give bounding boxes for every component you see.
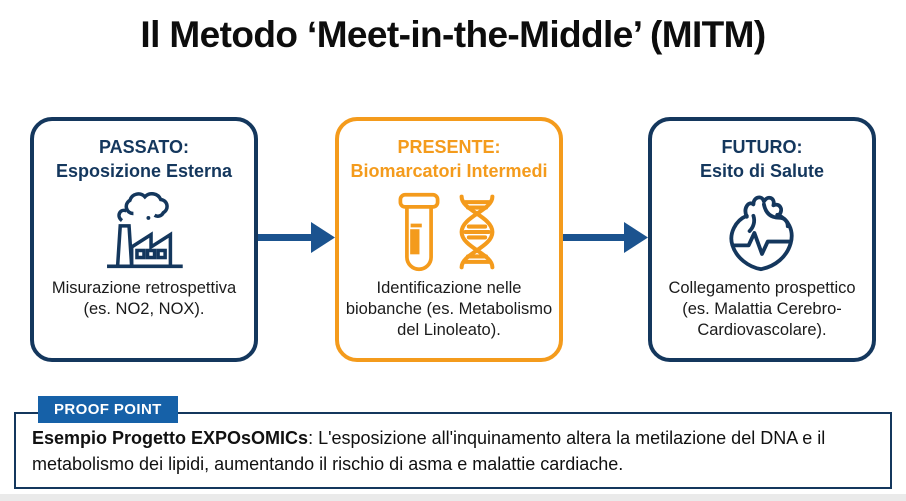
proof-point-tab: PROOF POINT xyxy=(38,396,178,423)
card-passato: PASSATO: Esposizione Esterna Misurazione… xyxy=(30,117,258,362)
card-futuro-heading-line2: Esito di Salute xyxy=(699,160,825,181)
card-futuro-body: Collegamento prospettico (es. Malattia C… xyxy=(668,278,855,342)
card-passato-icon-wrap xyxy=(100,189,188,275)
dna-icon xyxy=(459,194,495,269)
factory-icon xyxy=(107,191,183,268)
card-futuro-heading: FUTURO: Esito di Salute xyxy=(700,136,824,184)
arrow-right-icon xyxy=(563,219,648,256)
card-presente: PRESENTE: Biomarcatori Intermedi Identif… xyxy=(335,117,563,362)
card-passato-heading: PASSATO: Esposizione Esterna xyxy=(56,136,232,184)
card-futuro-body-line1: Collegamento prospettico xyxy=(668,278,856,297)
test-tube-icon xyxy=(398,192,440,271)
card-presente-body-line3: del Linoleato). xyxy=(397,321,501,340)
proof-point-box: Esempio Progetto EXPOsOMICs: L'esposizio… xyxy=(14,412,892,489)
card-presente-body: Identificazione nelle biobanche (es. Met… xyxy=(346,278,552,342)
card-presente-icon-wrap xyxy=(397,189,501,275)
card-passato-body-line1: Misurazione retrospettiva xyxy=(51,278,237,297)
card-futuro: FUTURO: Esito di Salute Collegamento pro… xyxy=(648,117,876,362)
card-futuro-body-line3: Cardiovascolare). xyxy=(697,321,827,340)
card-presente-heading-line2: Biomarcatori Intermedi xyxy=(350,160,548,181)
card-futuro-heading-line1: FUTURO: xyxy=(721,137,803,157)
proof-point-body-text: : L'esposizione all'inquinamento altera … xyxy=(32,428,826,475)
card-passato-heading-line1: PASSATO: xyxy=(98,137,189,157)
page-title: Il Metodo ‘Meet-in-the-Middle’ (MITM) xyxy=(140,14,766,55)
arrow-right-icon xyxy=(258,219,335,256)
card-presente-heading: PRESENTE: Biomarcatori Intermedi xyxy=(350,136,547,184)
bottom-edge-divider xyxy=(0,494,906,501)
heart-icon xyxy=(729,195,794,271)
card-futuro-icon-wrap xyxy=(723,189,801,275)
card-presente-heading-line1: PRESENTE: xyxy=(397,137,501,157)
card-presente-body-line2: biobanche (es. Metabolismo xyxy=(345,299,553,318)
card-passato-body-line2: (es. NO2, NOX). xyxy=(83,299,205,318)
proof-point-bold-text: Esempio Progetto EXPOsOMICs xyxy=(32,428,309,448)
card-passato-body: Misurazione retrospettiva (es. NO2, NOX)… xyxy=(52,278,236,321)
card-passato-heading-line2: Esposizione Esterna xyxy=(55,160,233,181)
card-presente-body-line1: Identificazione nelle xyxy=(376,278,522,297)
proof-point-text: Esempio Progetto EXPOsOMICs: L'esposizio… xyxy=(32,425,876,477)
card-futuro-body-line2: (es. Malattia Cerebro- xyxy=(682,299,842,318)
